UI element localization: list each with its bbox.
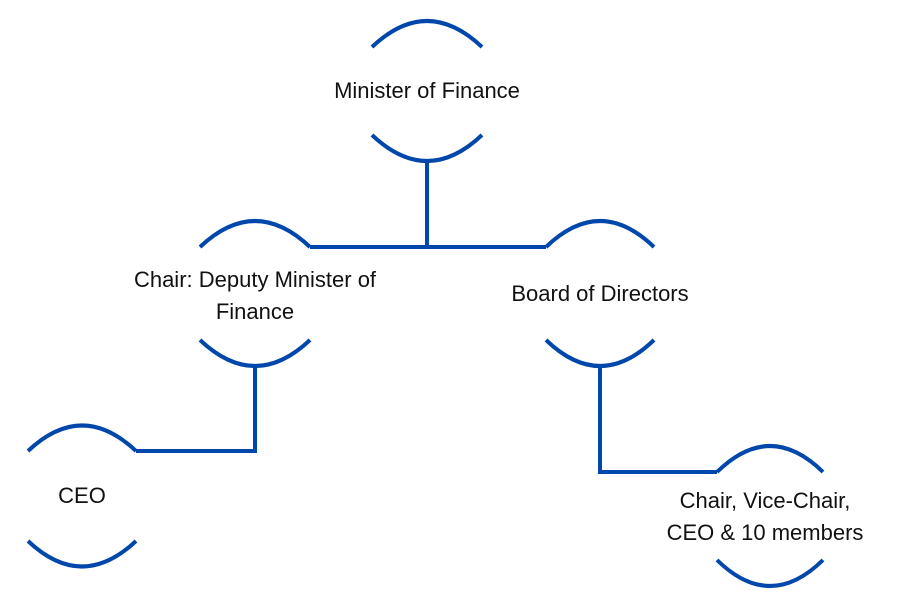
minister-to-children-connector: [310, 161, 546, 249]
board-bottom-arc: [544, 338, 656, 368]
board-of-directors-label: Board of Directors: [511, 281, 689, 306]
chair-to-ceo-connector: [136, 366, 257, 453]
minister-bottom-arc: [370, 133, 484, 163]
minister-top-arc: [370, 19, 484, 49]
chair-deputy-bottom-arc: [198, 338, 312, 368]
board-members-top-arc: [715, 444, 825, 474]
ceo-top-arc: [26, 423, 138, 453]
chair-deputy-top-arc: [198, 219, 312, 249]
board-members-label: Chair, Vice-Chair, CEO & 10 members: [666, 488, 864, 545]
board-to-members-connector: [598, 366, 717, 474]
chair-deputy-minister-label: Chair: Deputy Minister of Finance: [133, 267, 377, 324]
ceo-label: CEO: [58, 483, 106, 508]
ceo-bottom-arc: [26, 539, 138, 569]
minister-of-finance-label: Minister of Finance: [334, 78, 520, 103]
board-members-bottom-arc: [715, 558, 825, 588]
board-top-arc: [544, 219, 656, 249]
